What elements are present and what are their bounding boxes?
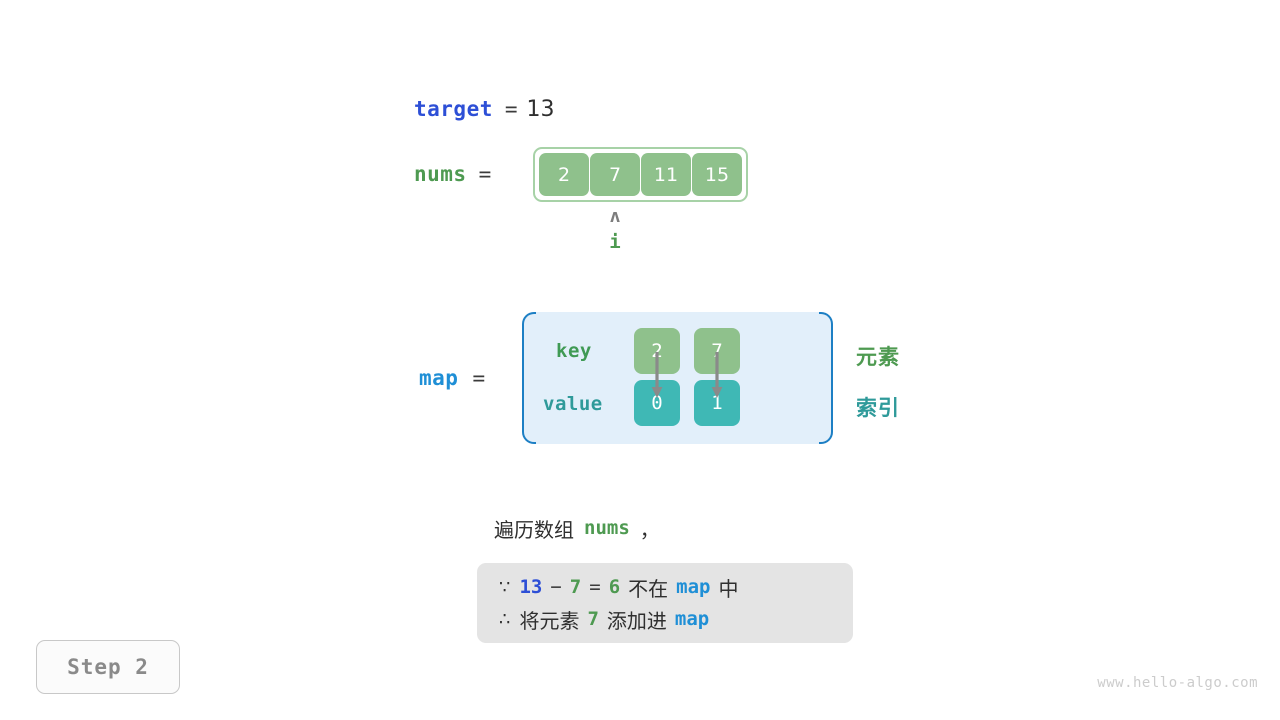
- note-added-element: 7: [587, 608, 599, 630]
- target-value: 13: [526, 96, 555, 122]
- explanation-line-1: ∵ 13 − 7 = 6 不在 map 中: [499, 571, 833, 603]
- note-complement-value: 6: [608, 576, 621, 598]
- map-declaration: map =: [419, 364, 485, 392]
- map-value-row-label: value: [543, 393, 603, 415]
- note-current-element: 7: [569, 576, 582, 598]
- pointer-index-label: i: [609, 231, 621, 253]
- note-add-into-text: 添加进: [606, 608, 667, 633]
- key-to-value-arrow-icon: [651, 352, 663, 398]
- step-badge: Step 2: [36, 640, 180, 694]
- note-line1-tail: 中: [718, 576, 739, 601]
- therefore-symbol: ∴: [499, 608, 511, 630]
- map-value-side-label: 索引: [856, 396, 900, 420]
- key-to-value-arrow-icon: [711, 352, 723, 398]
- explanation-box: ∵ 13 − 7 = 6 不在 map 中 ∴ 将元素 7 添加进 map: [477, 563, 853, 643]
- array-cell: 11: [641, 153, 691, 196]
- nums-variable-name: nums: [414, 162, 467, 186]
- array-cell: 7: [590, 153, 640, 196]
- note-equals-operator: =: [589, 576, 601, 598]
- map-right-bracket: [819, 312, 833, 444]
- map-key-row-label: key: [556, 340, 592, 362]
- nums-array: 2 7 11 15: [533, 147, 748, 202]
- target-equals-sign: =: [504, 97, 518, 121]
- note-map-code: map: [676, 576, 711, 598]
- map-left-bracket: [522, 312, 536, 444]
- pointer-caret-icon: ʌ: [609, 206, 621, 227]
- note-map-code: map: [674, 608, 710, 630]
- caption-text: 遍历数组 nums ，: [494, 513, 660, 543]
- target-variable-name: target: [414, 97, 493, 121]
- caption-code: nums: [584, 517, 630, 539]
- array-cell: 2: [539, 153, 589, 196]
- map-key-side-label: 元素: [856, 345, 900, 369]
- map-equals-sign: =: [472, 366, 486, 390]
- map-variable-name: map: [419, 366, 459, 390]
- note-minus-operator: −: [550, 576, 562, 598]
- explanation-line-2: ∴ 将元素 7 添加进 map: [499, 603, 833, 635]
- nums-equals-sign: =: [478, 162, 492, 186]
- because-symbol: ∵: [499, 576, 511, 598]
- note-target-value: 13: [519, 576, 543, 598]
- caption-suffix: ，: [639, 517, 660, 542]
- watermark: www.hello-algo.com: [1097, 675, 1258, 691]
- note-not-in-text: 不在: [628, 576, 669, 601]
- array-cell: 15: [692, 153, 742, 196]
- caption-prefix: 遍历数组: [494, 517, 574, 542]
- note-add-element-text: 将元素: [519, 608, 580, 633]
- target-declaration: target = 13: [414, 94, 555, 124]
- nums-declaration: nums =: [414, 160, 491, 188]
